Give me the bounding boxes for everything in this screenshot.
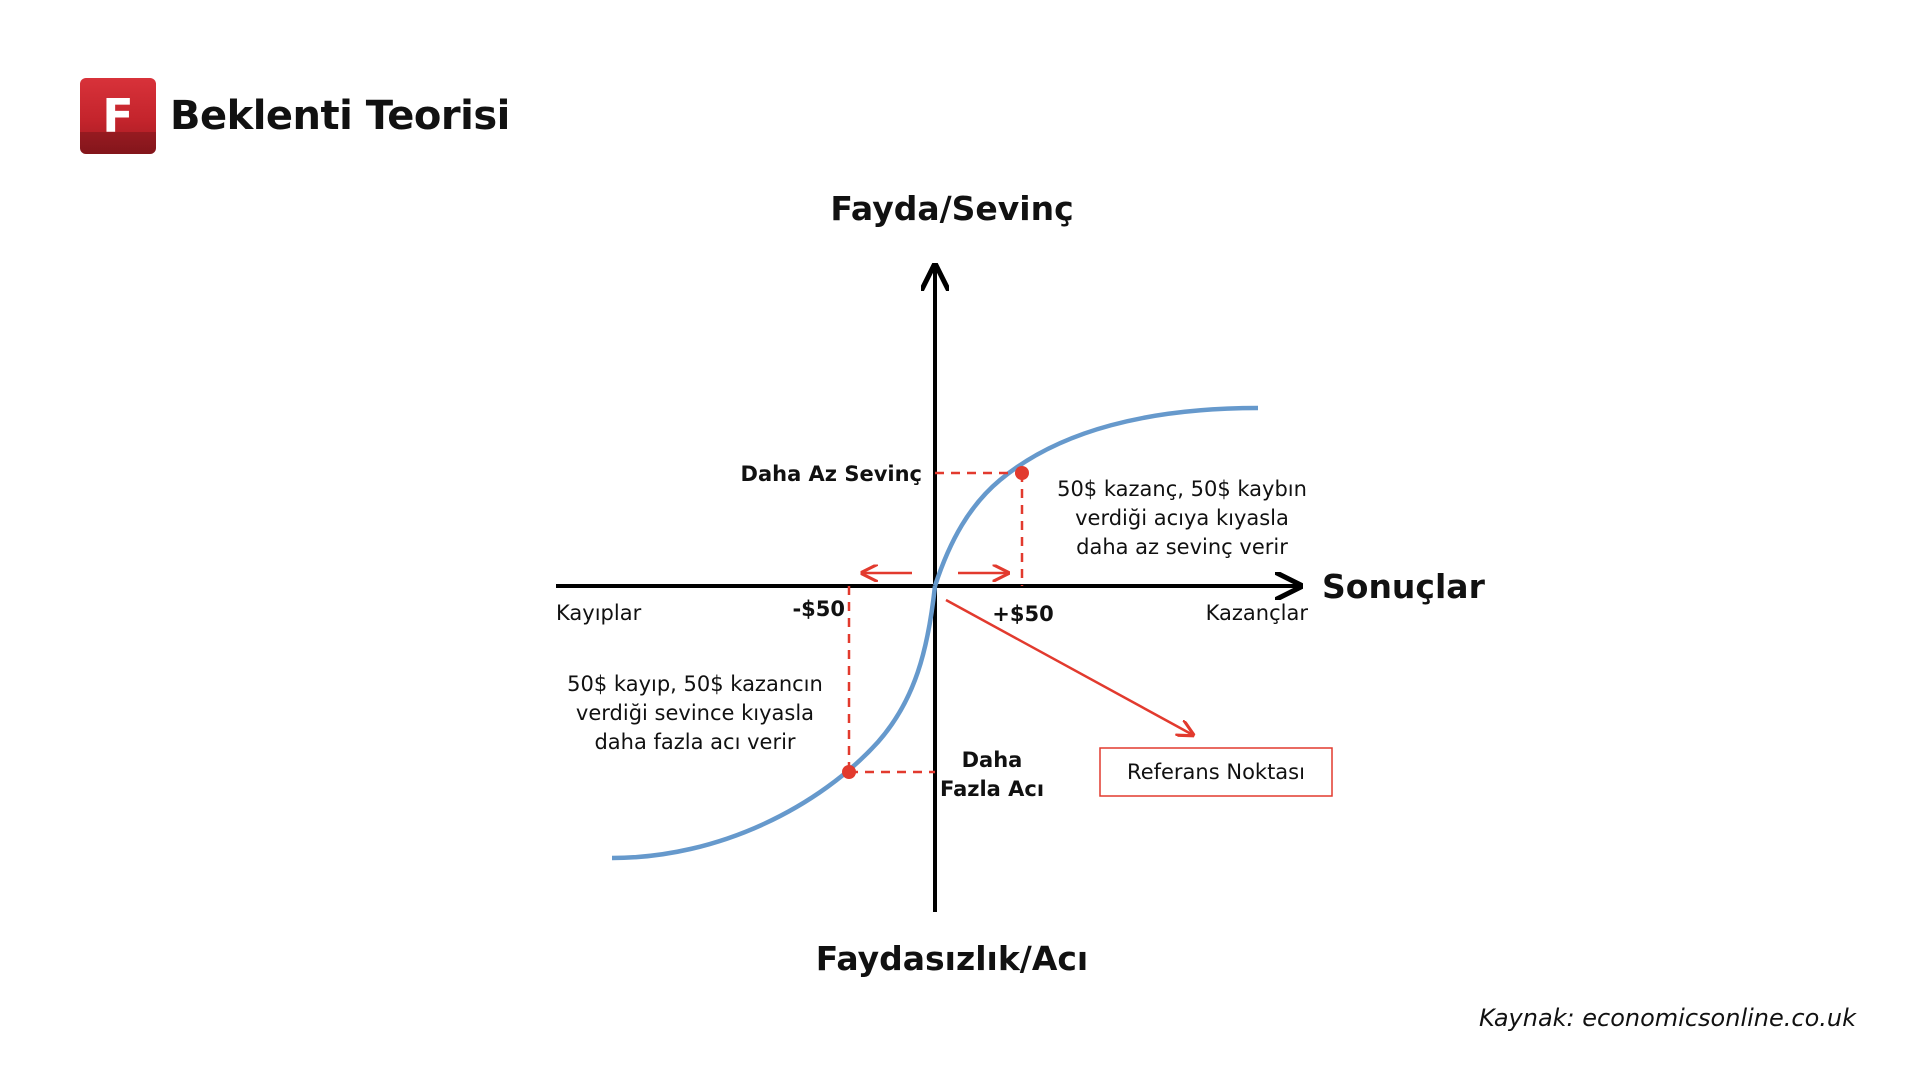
reference-point-label: Referans Noktası xyxy=(1127,760,1305,784)
x-axis-title: Sonuçlar xyxy=(1322,567,1486,606)
logo-letter: F xyxy=(102,89,134,143)
gain-note-line: verdiği acıya kıyasla xyxy=(1075,506,1289,530)
loss-point xyxy=(842,765,856,779)
tick-positive-50: +$50 xyxy=(992,602,1053,626)
header: F Beklenti Teorisi xyxy=(80,77,510,155)
page-title: Beklenti Teorisi xyxy=(170,93,510,139)
loss-note-line: daha fazla acı verir xyxy=(594,730,795,754)
more-pain-label-line1: Daha xyxy=(962,748,1023,772)
x-axis-left-label: Kayıplar xyxy=(556,601,642,625)
value-function-curve xyxy=(932,405,1259,587)
less-joy-label: Daha Az Sevinç xyxy=(741,462,922,486)
y-axis-top-title: Fayda/Sevinç xyxy=(830,189,1073,228)
gain-point xyxy=(1015,466,1029,480)
tick-negative-50: -$50 xyxy=(792,597,845,621)
y-axis-bottom-title: Faydasızlık/Acı xyxy=(816,939,1088,978)
reference-point-box xyxy=(1099,747,1333,797)
loss-note-line: 50$ kayıp, 50$ kazancın xyxy=(567,672,823,696)
more-pain-label-line2: Fazla Acı xyxy=(940,777,1044,801)
loss-note-line: verdiği sevince kıyasla xyxy=(576,701,814,725)
reference-arrow xyxy=(945,598,1193,735)
x-axis-right-label: Kazançlar xyxy=(1206,601,1309,625)
gain-note-line: 50$ kazanç, 50$ kaybın xyxy=(1057,477,1307,501)
source-credit: Kaynak: economicsonline.co.uk xyxy=(1478,1004,1856,1032)
gain-note-line: daha az sevinç verir xyxy=(1076,535,1288,559)
brand-logo: F xyxy=(80,78,156,154)
value-function-curve-loss xyxy=(611,585,938,861)
